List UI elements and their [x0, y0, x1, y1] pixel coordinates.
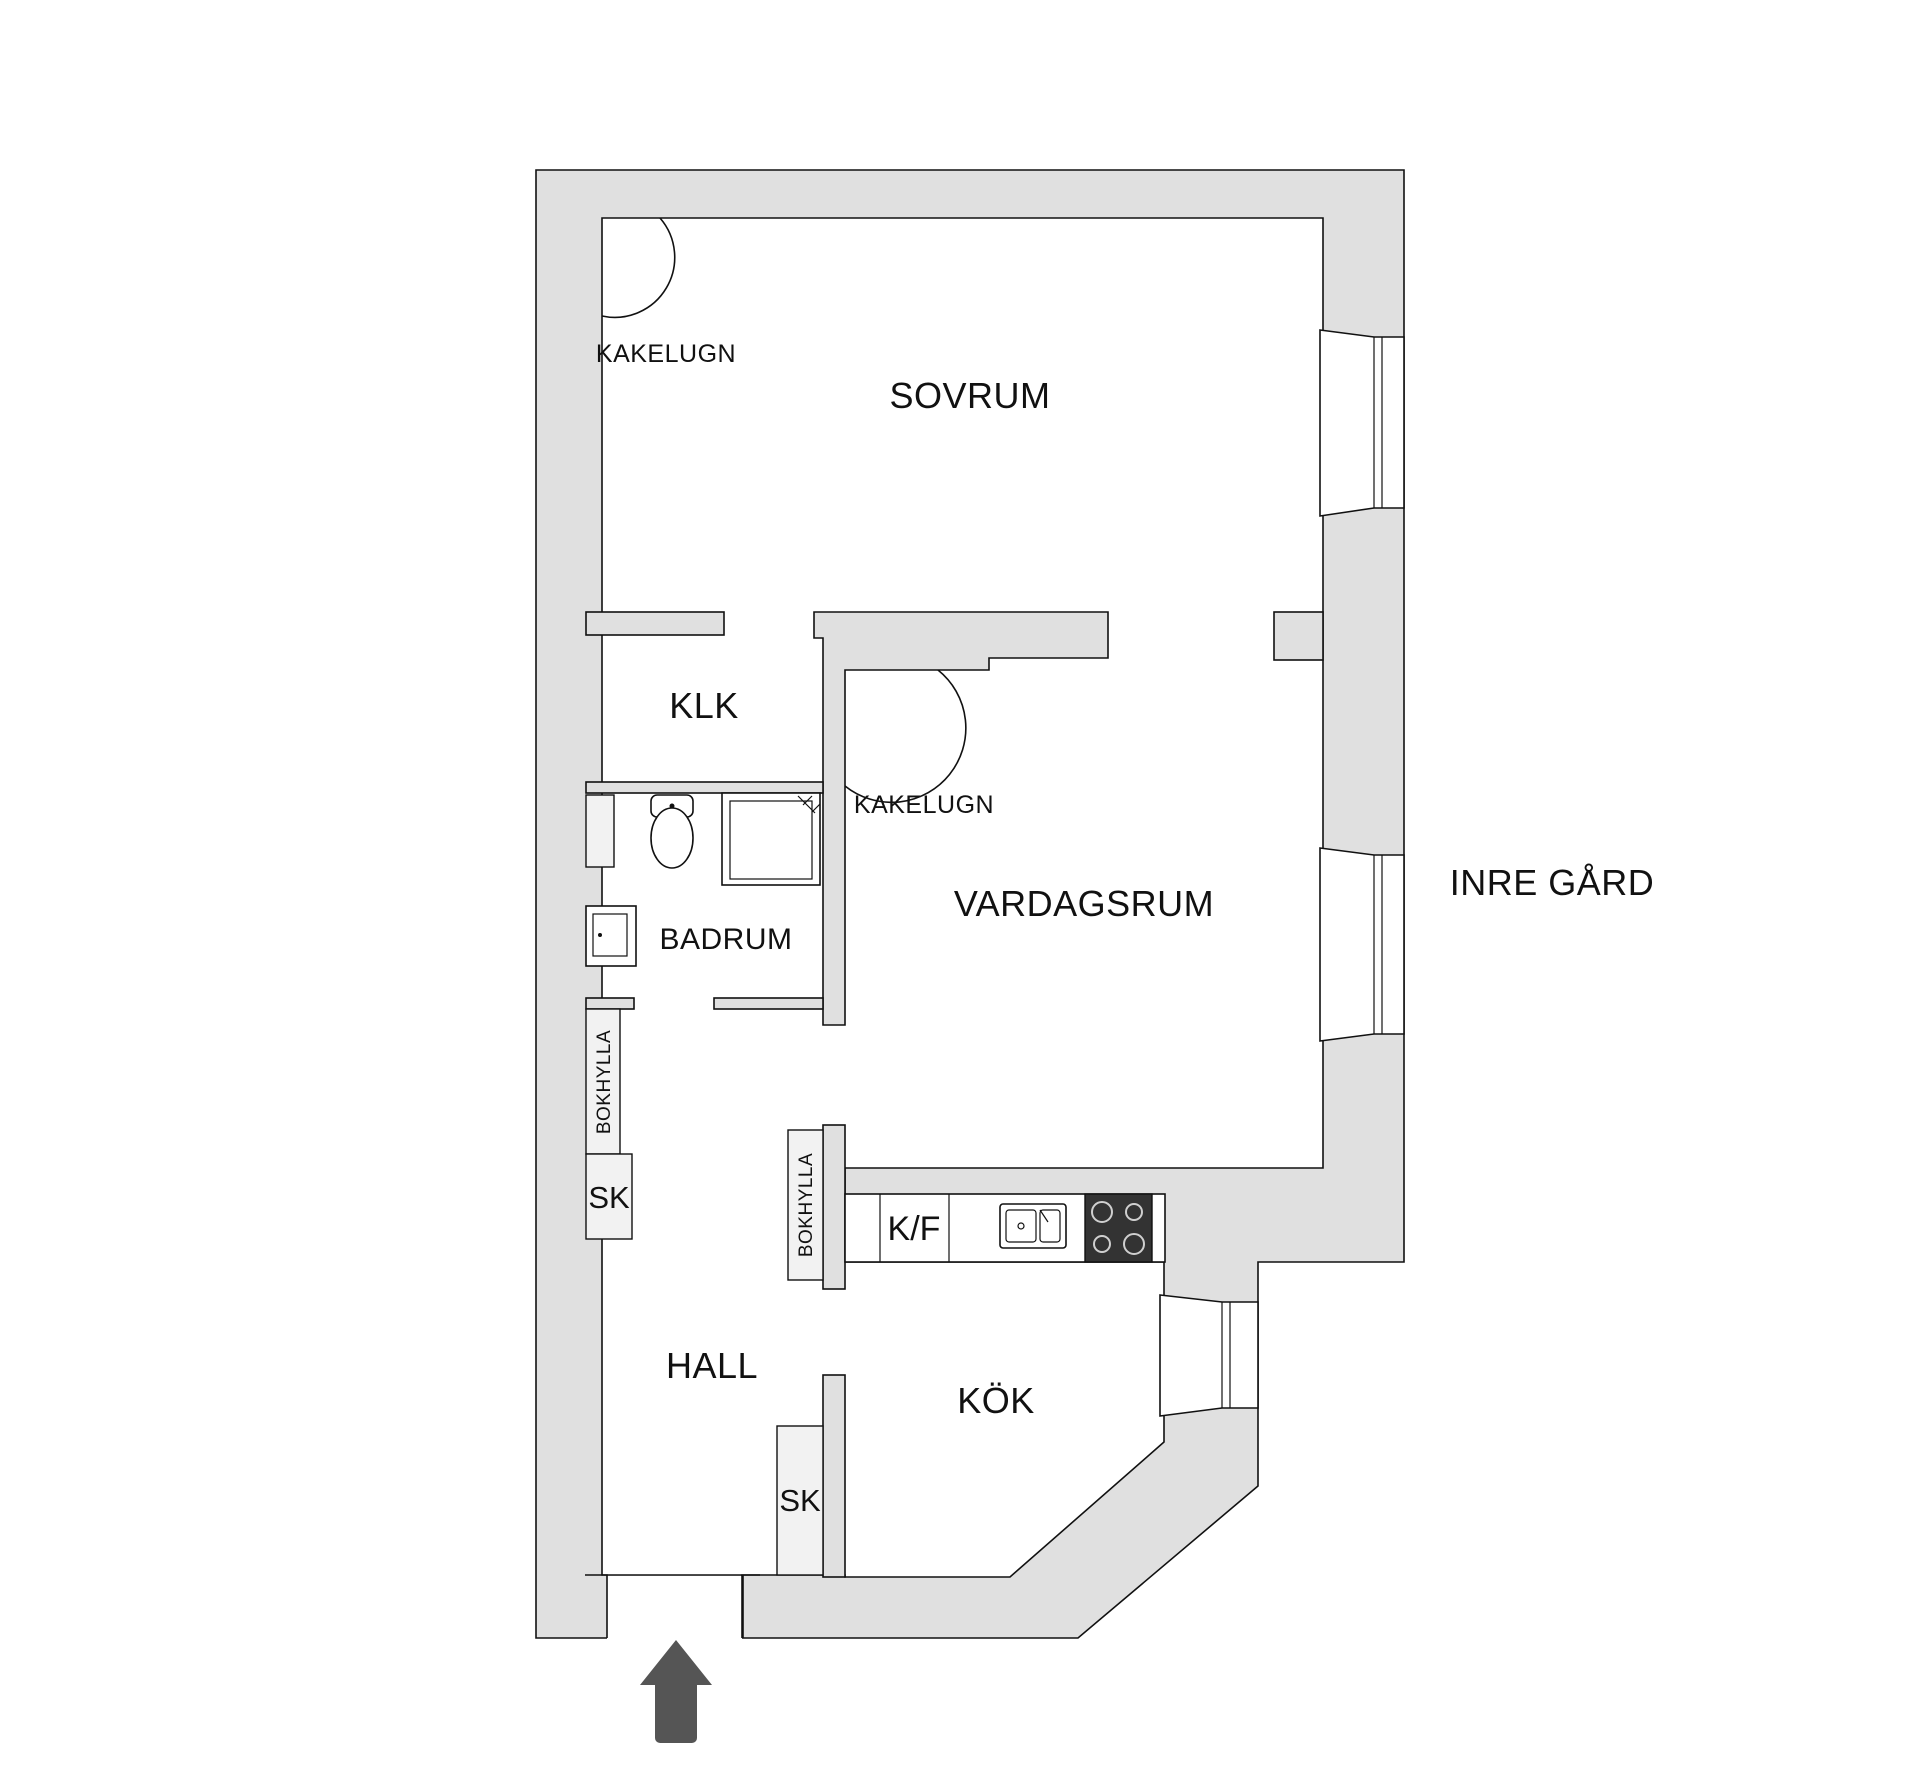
washbasin-icon	[585, 905, 637, 967]
toilet-icon	[650, 794, 694, 869]
entrance-jambs	[585, 1574, 760, 1638]
up-arrow-icon	[640, 1640, 712, 1743]
room-label-hall: HALL	[666, 1345, 758, 1386]
wall-klk-badrum	[585, 781, 824, 794]
room-label-sovrum: SOVRUM	[889, 375, 1050, 416]
bokhylla-hall	[585, 1008, 621, 1155]
label-kakelugn-vardagsrum: KAKELUGN	[854, 791, 994, 819]
label-kf: K/F	[888, 1210, 941, 1248]
wall-sovrum-vardagsrum	[813, 611, 1109, 1026]
room-label-kok: KÖK	[957, 1380, 1035, 1421]
label-bokhylla-hall: BOKHYLLA	[594, 1030, 615, 1134]
bokhylla-kok	[787, 1129, 824, 1281]
sk-hall-upper	[585, 1153, 633, 1240]
label-sk-hall-lower: SK	[779, 1483, 821, 1518]
room-label-badrum: BADRUM	[659, 923, 792, 956]
kakelugn-sovrum-shape	[601, 217, 676, 319]
stove-icon	[1084, 1193, 1153, 1263]
entrance-opening	[607, 1576, 742, 1640]
room-label-klk: KLK	[669, 685, 739, 726]
wall-hall-kitchen-lower	[822, 1374, 846, 1578]
wall-hall-kitchen-upper	[822, 1124, 846, 1290]
bath-shelf	[585, 794, 615, 868]
window-vardagsrum	[1319, 847, 1405, 1042]
wall-badrum-bottom-left	[585, 997, 635, 1010]
kitchen-sink-icon	[999, 1203, 1067, 1249]
shower-icon	[721, 792, 821, 886]
wall-stub-right	[1273, 611, 1324, 661]
wall-badrum-bottom-right	[713, 997, 824, 1010]
label-kakelugn-sovrum: KAKELUGN	[596, 340, 736, 368]
window-sovrum	[1319, 329, 1405, 517]
label-sk-hall-upper: SK	[588, 1180, 630, 1215]
room-label-vardagsrum: VARDAGSRUM	[954, 883, 1214, 924]
kakelugn-vardagsrum-shape	[844, 669, 967, 804]
label-inre-gard: INRE GÅRD	[1450, 862, 1655, 903]
window-kok	[1159, 1294, 1259, 1417]
wall-sovrum-klk	[585, 611, 725, 636]
sk-hall-lower	[776, 1425, 824, 1576]
label-bokhylla-kok: BOKHYLLA	[796, 1153, 817, 1257]
